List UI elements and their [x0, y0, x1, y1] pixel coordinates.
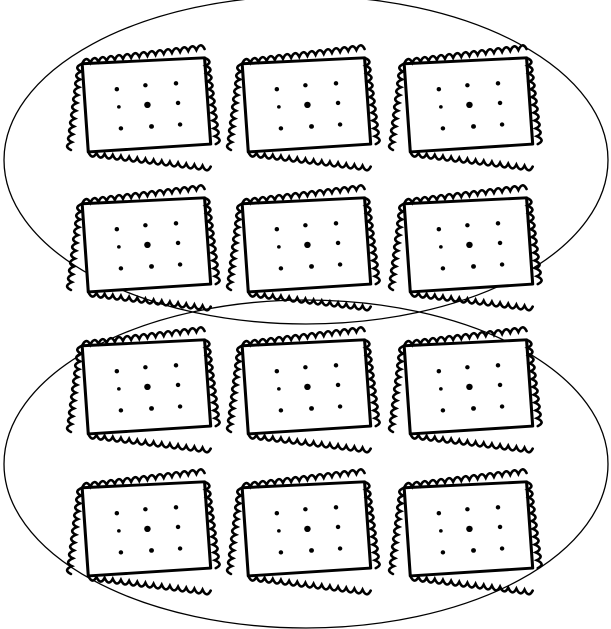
biscuit-icon — [227, 327, 380, 452]
biscuit-icon — [67, 327, 220, 452]
biscuit-icon — [67, 185, 220, 310]
biscuit-icon — [389, 185, 542, 310]
biscuit-icon — [389, 327, 542, 452]
biscuit-icon — [227, 45, 380, 170]
biscuit-icon — [227, 469, 380, 594]
biscuit-icon — [389, 469, 542, 594]
biscuit-icon — [67, 45, 220, 170]
biscuit-icon — [67, 469, 220, 594]
biscuit-icon — [227, 185, 380, 310]
biscuit-icon — [389, 45, 542, 170]
